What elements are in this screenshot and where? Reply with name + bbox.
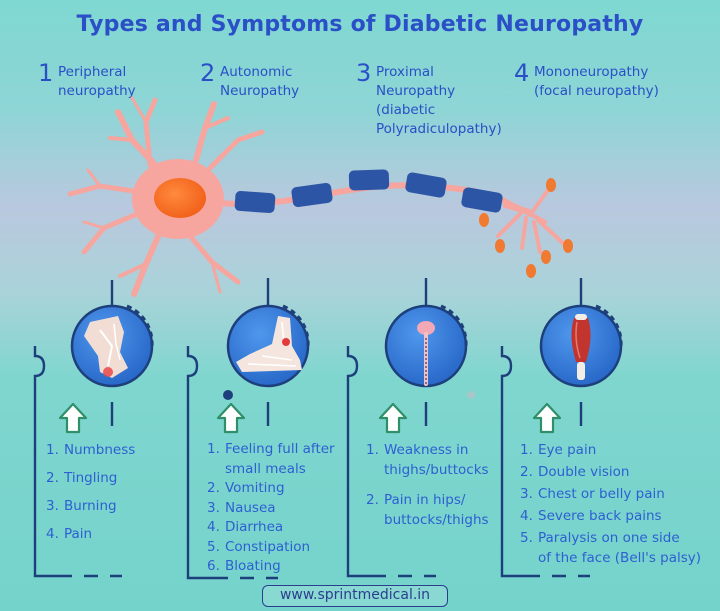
list-item: 2.Pain in hips/ buttocks/thighs xyxy=(366,492,489,528)
spinal-cord-icon xyxy=(384,304,468,388)
list-item: 6.Bloating xyxy=(207,558,281,574)
foot-nerve-icon xyxy=(70,304,154,388)
list-item: 3.Burning xyxy=(46,498,117,514)
symptom-list-autonomic: 1.Feeling full after small meals 2.Vomit… xyxy=(207,440,335,577)
up-arrow-icon xyxy=(216,402,246,434)
list-item: 3.Nausea xyxy=(207,499,276,516)
list-item: 5.Paralysis on one side of the face (Bel… xyxy=(520,530,702,566)
list-item: 4.Severe back pains xyxy=(520,508,662,524)
type-3-number: 3 xyxy=(356,59,372,87)
list-item: 1.Weakness in thighs/buttocks xyxy=(366,442,489,478)
decorative-dot xyxy=(223,390,233,400)
list-item: 4.Diarrhea xyxy=(207,519,284,535)
decorative-dot xyxy=(467,391,475,399)
foot-icon xyxy=(226,304,310,388)
list-item: 1.Numbness xyxy=(46,442,136,458)
up-arrow-icon xyxy=(58,402,88,434)
up-arrow-icon xyxy=(378,402,408,434)
list-item: 2.Double vision xyxy=(520,464,630,480)
page-title: Types and Symptoms of Diabetic Neuropath… xyxy=(76,12,644,37)
type-4-label: Mononeuropathy (focal neuropathy) xyxy=(534,64,659,99)
list-item: 2.Vomiting xyxy=(207,480,285,496)
list-item: 3.Chest or belly pain xyxy=(520,486,665,502)
list-item: 2.Tingling xyxy=(46,470,118,486)
connector-lines xyxy=(33,278,590,580)
muscle-icon xyxy=(539,304,623,388)
type-2-label: Autonomic Neuropathy xyxy=(220,64,300,99)
type-2-number: 2 xyxy=(200,59,216,87)
up-arrow-icon xyxy=(532,402,562,434)
symptom-list-peripheral: 1.Numbness 2.Tingling 3.Burning 4.Pain xyxy=(46,440,135,544)
type-4-number: 4 xyxy=(514,59,530,87)
symptom-list-proximal: 1.Weakness in thighs/buttocks 2.Pain in … xyxy=(366,440,489,530)
symptom-list-mononeuropathy: 1.Eye pain 2.Double vision 3.Chest or be… xyxy=(520,440,701,568)
type-1-label: Peripheral neuropathy xyxy=(58,64,136,99)
list-item: 1.Eye pain xyxy=(520,442,597,458)
type-3-label: Proximal Neuropathy (diabetic Polyradicu… xyxy=(376,64,502,137)
neuron-icon xyxy=(67,96,573,297)
list-item: 5.Constipation xyxy=(207,538,311,555)
type-1-number: 1 xyxy=(38,59,54,87)
list-item: 1.Feeling full after small meals xyxy=(207,441,335,477)
list-item: 4.Pain xyxy=(46,526,93,542)
website-link[interactable]: www.sprintmedical.in xyxy=(262,585,448,607)
